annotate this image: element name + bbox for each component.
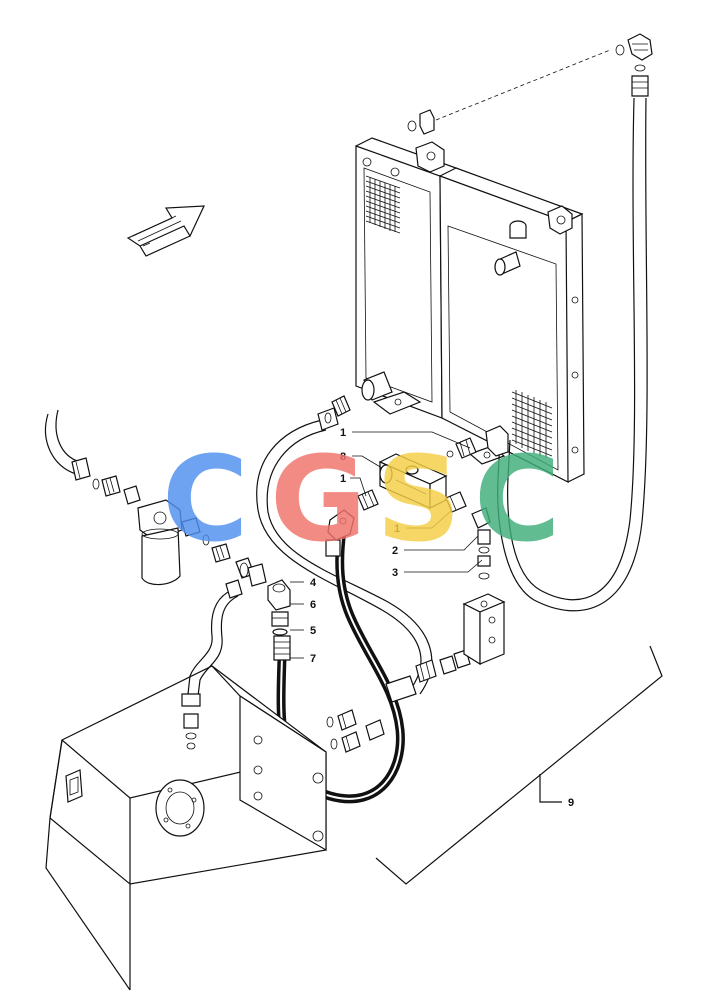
cooler-mesh-right (511, 390, 553, 458)
callout-5: 5 (310, 625, 316, 637)
oil-filter (137, 499, 210, 586)
callout-1-top: 1 (340, 427, 346, 439)
callout-7: 7 (310, 653, 316, 665)
top-elbow-fitting (615, 33, 653, 97)
leader-lines (290, 431, 483, 659)
manifold-elbow-fitting (471, 507, 491, 567)
callout-9: 9 (568, 797, 574, 809)
adapter-6 (271, 611, 289, 627)
long-return-hose (497, 97, 648, 612)
tank-flange (155, 779, 205, 837)
callout-8: 8 (340, 451, 346, 463)
callout-1-low: 1 (394, 523, 400, 535)
group-bracket-9 (375, 645, 663, 885)
callout-labels: 1 8 1 1 2 3 4 6 5 7 9 (310, 427, 574, 809)
cooler-elbow-fitting (446, 425, 509, 459)
callout-6: 6 (310, 599, 316, 611)
cooler-side-inlet (494, 251, 521, 276)
adapter-5 (272, 628, 288, 636)
hydraulic-tank (45, 665, 327, 991)
manifold-right-fitting (445, 491, 467, 513)
oil-cooler-radiator (355, 137, 585, 483)
callout-4: 4 (310, 577, 317, 589)
suction-hose (256, 395, 433, 695)
left-hose (44, 409, 141, 505)
cooler-bottom-outlet (361, 371, 422, 415)
direction-arrow-icon (126, 205, 205, 257)
callout-3: 3 (392, 567, 398, 579)
watermark-logo: C G S C (162, 430, 561, 568)
callout-1-mid: 1 (340, 473, 346, 485)
tank-level-gauge (65, 769, 83, 803)
filter-outlet-fittings (211, 543, 267, 587)
valve-block (462, 572, 506, 666)
watermark-letter: G (270, 430, 367, 568)
watermark-letter: S (376, 430, 461, 568)
elbow-fitting-4 (267, 579, 291, 611)
tank-return-pipe (181, 579, 243, 750)
watermark-letter: C (162, 430, 249, 568)
manifold-left-fitting (357, 489, 379, 511)
cooler-mesh-left (365, 175, 401, 234)
tee-manifold-block (378, 453, 448, 509)
callout-2: 2 (392, 545, 398, 557)
cooler-top-bolt (407, 49, 611, 135)
watermark-letter: C (474, 430, 561, 568)
cooler-top-port (509, 220, 527, 239)
